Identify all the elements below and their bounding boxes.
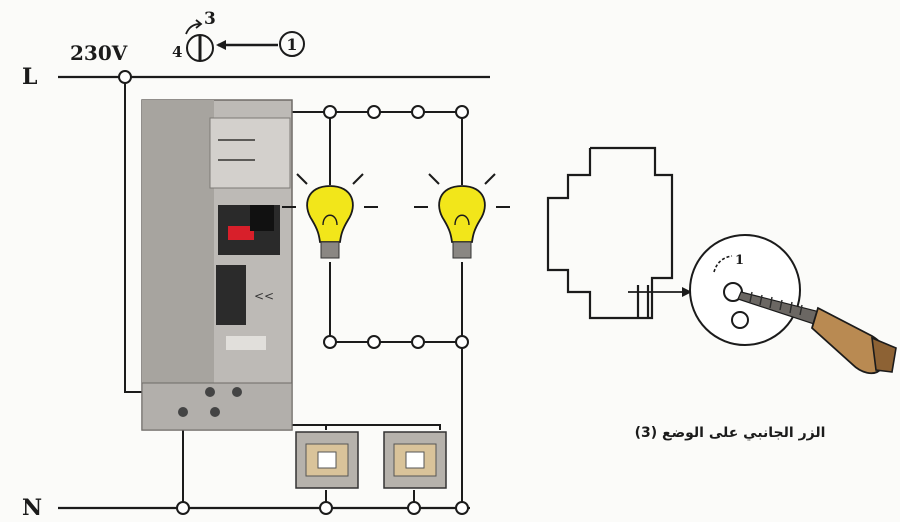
- detail-caption: الزر الجانبي على الوضع (3): [635, 425, 826, 441]
- svg-text:<<: <<: [254, 289, 274, 303]
- knob-detail-circle: 1: [689, 234, 801, 346]
- device-outline-detail: [546, 146, 692, 320]
- pushbutton-icon: [383, 431, 447, 489]
- voltage-label: 230V: [70, 41, 128, 65]
- pushbutton-right: [383, 431, 447, 489]
- line-label: L: [22, 64, 37, 90]
- position-alt: 4: [172, 43, 182, 61]
- lamp-right: [414, 162, 510, 259]
- terminals: [118, 70, 469, 515]
- staircase-timer-device: <<: [141, 99, 293, 431]
- screwdriver-icon: [737, 291, 897, 375]
- indicator-red: [228, 226, 254, 240]
- lamp-icon: [414, 162, 510, 259]
- position-number: 3: [204, 9, 216, 29]
- marker-number: 1: [286, 35, 297, 54]
- marker-one: 1: [279, 31, 305, 57]
- lamp-icon: [282, 162, 378, 259]
- lamp-left: [282, 162, 378, 259]
- pushbutton-left: [295, 431, 359, 489]
- pushbutton-icon: [295, 431, 359, 489]
- rotary-knob-icon: [185, 19, 214, 62]
- neutral-label: N: [22, 495, 42, 521]
- detail-button-label: 1: [735, 253, 744, 268]
